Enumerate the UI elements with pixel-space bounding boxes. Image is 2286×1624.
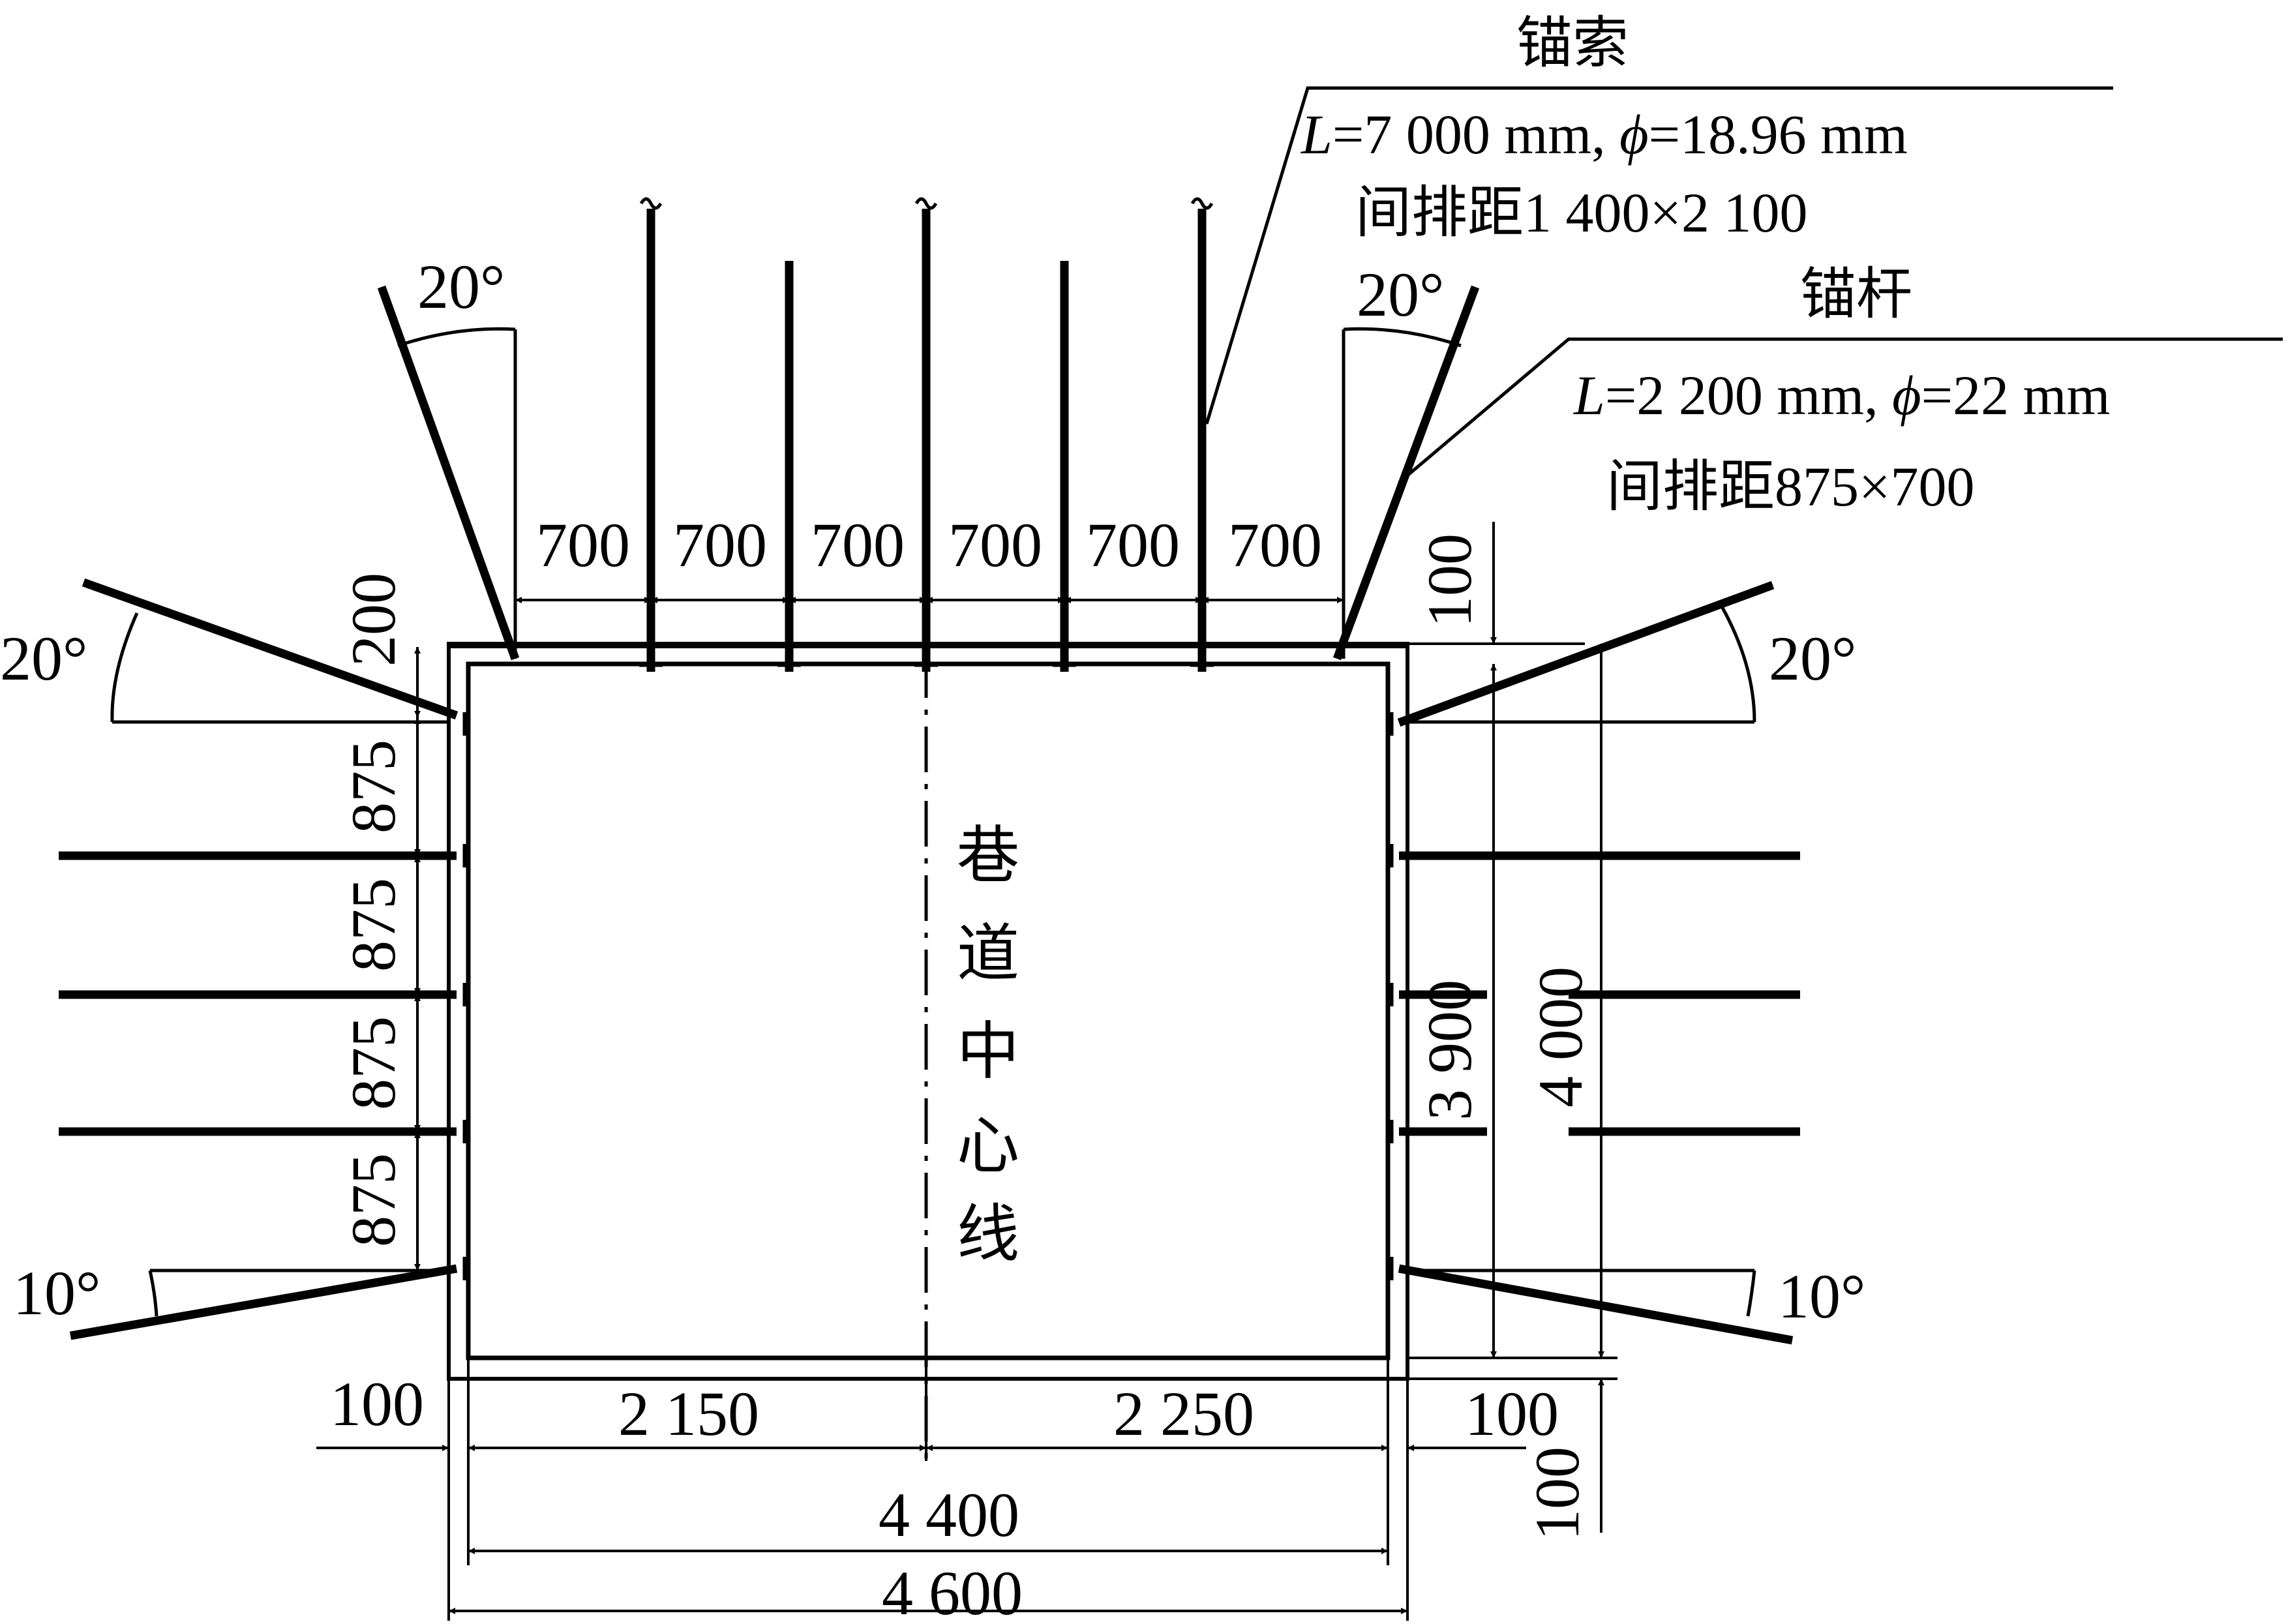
cable-break-marks	[639, 197, 1214, 210]
dim-label-2250: 2 250	[1113, 1379, 1254, 1449]
cable-leader	[1205, 86, 2113, 425]
left-bolt-top	[82, 578, 459, 720]
dim-label-side-100-right: 100	[1465, 1379, 1559, 1449]
dim-label-3900: 3 900	[1415, 980, 1484, 1120]
angle-wall-bottom-right: 10°	[1778, 1261, 1865, 1331]
cable-annotation: 锚索 L=7 000 mm, ϕ=18.96 mm 间排距1 400×2 100	[1300, 12, 1908, 244]
angle-arc	[1746, 1270, 1756, 1317]
bolt-spec: L=2 200 mm, ϕ=22 mm	[1572, 364, 2110, 427]
leader-lines	[1205, 86, 2283, 484]
bolt-diameter-value: =22 mm	[1921, 364, 2111, 427]
cable-diameter-symbol: ϕ	[1619, 103, 1649, 166]
angle-wall-top-left: 20°	[0, 624, 87, 693]
dim-label-4400: 4 400	[879, 1480, 1019, 1550]
width-labels: 100 100 2 150 2 250 4 400 4 600	[330, 1369, 1559, 1624]
cable-length-value: =7 000 mm,	[1332, 103, 1619, 166]
break-mark	[1190, 197, 1214, 210]
outer-contour	[447, 642, 1409, 1381]
left-wall-bolts	[59, 578, 459, 1340]
cable-spec: L=7 000 mm, ϕ=18.96 mm	[1300, 103, 1908, 166]
angle-roof-right: 20°	[1357, 260, 1444, 329]
dim-label-700: 700	[948, 510, 1042, 580]
bolt-length-symbol: L	[1572, 364, 1605, 427]
roof-supports	[377, 209, 1480, 672]
dim-label-700: 700	[1228, 510, 1322, 580]
centerline-char: 道	[957, 919, 1019, 989]
angle-wall-bottom-left: 10°	[13, 1258, 100, 1328]
dim-label-700: 700	[811, 510, 905, 580]
dim-label-875: 875	[338, 1153, 408, 1247]
angle-markers	[110, 327, 1756, 1317]
dim-label-700: 700	[1086, 510, 1180, 580]
cable-title: 锚索	[1516, 12, 1629, 74]
centerline-char: 巷	[957, 821, 1019, 891]
cable-diameter-value: =18.96 mm	[1649, 103, 1908, 166]
right-wall-bolts	[1397, 580, 1800, 1345]
centerline-char: 心	[957, 1111, 1019, 1181]
wall-spacing-labels: 200 875 875 875 875	[338, 573, 408, 1247]
centerline-char: 中	[957, 1017, 1019, 1087]
wall-plates	[462, 712, 1394, 1280]
break-mark	[914, 197, 938, 210]
left-bolt-bottom	[69, 1264, 458, 1340]
angle-arc	[1343, 327, 1462, 348]
centerline-char: 线	[957, 1199, 1019, 1269]
angle-arc	[397, 327, 516, 348]
angle-roof-left: 20°	[417, 252, 505, 322]
dim-label-700: 700	[536, 510, 630, 580]
dim-label-2150: 2 150	[618, 1379, 759, 1449]
dim-label-top-100: 100	[1415, 534, 1484, 627]
height-labels: 100 3 900 4 000 100	[1415, 534, 1595, 1541]
roof-spacing-labels: 700 700 700 700 700 700	[536, 510, 1322, 580]
bolt-diameter-symbol: ϕ	[1892, 364, 1921, 427]
dim-label-4600: 4 600	[882, 1558, 1023, 1624]
centerline-label: 巷 道 中 心 线	[957, 821, 1019, 1269]
bolt-annotation: 锚杆 L=2 200 mm, ϕ=22 mm 间排距875×700	[1572, 263, 2110, 518]
cable-length-symbol: L	[1300, 103, 1332, 166]
roadway-outline	[447, 642, 1409, 1381]
bolt-spacing: 间排距875×700	[1606, 455, 1975, 518]
angle-arc	[1720, 605, 1756, 723]
dimension-lines	[316, 522, 1617, 1621]
dim-label-700: 700	[673, 510, 767, 580]
right-bolt-top	[1397, 580, 1775, 727]
cable-spacing: 间排距1 400×2 100	[1355, 181, 1808, 244]
roof-bolt-left-angled	[377, 285, 520, 661]
angle-arc	[148, 1270, 158, 1317]
inner-contour	[466, 661, 1391, 1361]
dim-label-4000: 4 000	[1526, 967, 1595, 1107]
roof-bolt-right-angled	[1332, 285, 1480, 661]
dim-label-875: 875	[338, 1016, 408, 1110]
break-mark	[639, 197, 663, 210]
dim-label-875: 875	[338, 740, 408, 834]
bolt-leader	[1398, 337, 2283, 484]
angle-wall-top-right: 20°	[1769, 624, 1856, 693]
dim-label-875: 875	[338, 878, 408, 972]
bolt-length-value: =2 200 mm,	[1605, 364, 1892, 427]
bolt-title: 锚杆	[1800, 263, 1912, 325]
dim-label-side-100-left: 100	[330, 1369, 424, 1439]
dim-label-bottom-100: 100	[1522, 1447, 1592, 1541]
dim-label-200: 200	[338, 573, 408, 667]
right-bolt-bottom	[1398, 1264, 1794, 1345]
angle-arc	[110, 612, 139, 723]
